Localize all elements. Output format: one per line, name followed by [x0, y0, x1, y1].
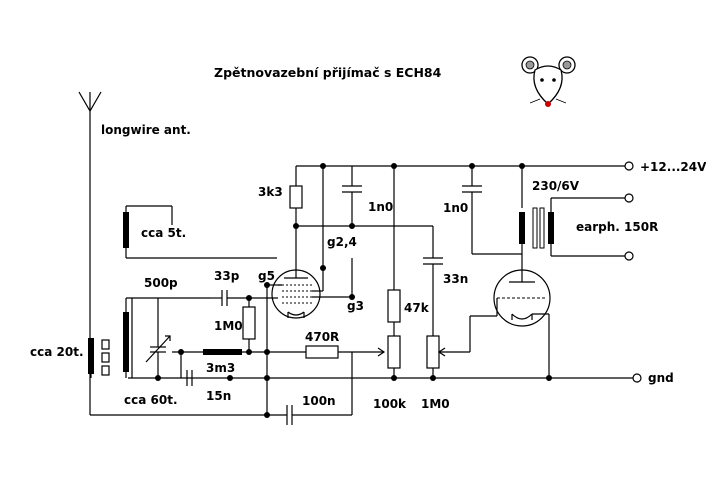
capacitor-1n0-output	[462, 166, 522, 255]
coil-5t	[123, 205, 277, 259]
choke-3m3-label: 3m3	[206, 361, 235, 375]
triode-tube	[493, 269, 551, 378]
c-33p-label: 33p	[214, 269, 240, 283]
c-15n-label: 15n	[206, 389, 231, 403]
r-470r-label: 470R	[305, 330, 339, 344]
c-33n-label: 33n	[443, 272, 468, 286]
capacitor-33p	[210, 290, 278, 306]
r-1m0-grid-label: 1M0	[214, 319, 243, 333]
resistor-470r	[267, 345, 386, 359]
pot-100k-label: 100k	[373, 397, 407, 411]
ground-rail	[128, 373, 642, 383]
capacitor-33n	[423, 226, 443, 336]
pin-g3-label: g3	[347, 299, 364, 313]
coil-60t	[123, 297, 210, 378]
pin-g24-label: g2,4	[327, 235, 357, 249]
resistor-3k3	[289, 185, 433, 268]
pot-1m0-label: 1M0	[421, 397, 450, 411]
schematic-title: Zpětnovazební přijímač s ECH84	[214, 65, 442, 80]
earphone-label: earph. 150R	[576, 220, 658, 234]
coil-20t	[88, 338, 110, 378]
r-47k-label: 47k	[404, 301, 430, 315]
capacitor-1n0-screen	[322, 166, 362, 268]
r-3k3-label: 3k3	[258, 185, 283, 199]
supply-label: +12...24V	[640, 160, 706, 174]
coil-20t-label: cca 20t.	[30, 345, 84, 359]
choke-3m3	[172, 349, 267, 355]
transformer-label: 230/6V	[532, 179, 580, 193]
output-transformer	[519, 166, 634, 270]
coil-60t-label: cca 60t.	[124, 393, 178, 407]
antenna-label: longwire ant.	[101, 123, 191, 137]
heptode-tube	[264, 258, 355, 352]
c-500p-label: 500p	[144, 276, 178, 290]
c-100n-label: 100n	[302, 394, 336, 408]
supply-rail	[295, 161, 634, 186]
mouse-face-icon	[521, 56, 576, 107]
coil-5t-label: cca 5t.	[141, 226, 186, 240]
c-1n0-a-label: 1n0	[368, 200, 393, 214]
resistor-47k	[387, 166, 401, 336]
c-1n0-b-label: 1n0	[443, 201, 468, 215]
tuning-capacitor-500p	[145, 298, 171, 378]
resistor-1m0-grid	[242, 298, 256, 352]
pin-g5-label: g5	[258, 269, 275, 283]
capacitor-15n	[180, 352, 193, 386]
potentiometer-100k[interactable]	[387, 335, 401, 378]
potentiometer-1m0[interactable]	[426, 315, 497, 378]
gnd-label: gnd	[648, 371, 674, 385]
